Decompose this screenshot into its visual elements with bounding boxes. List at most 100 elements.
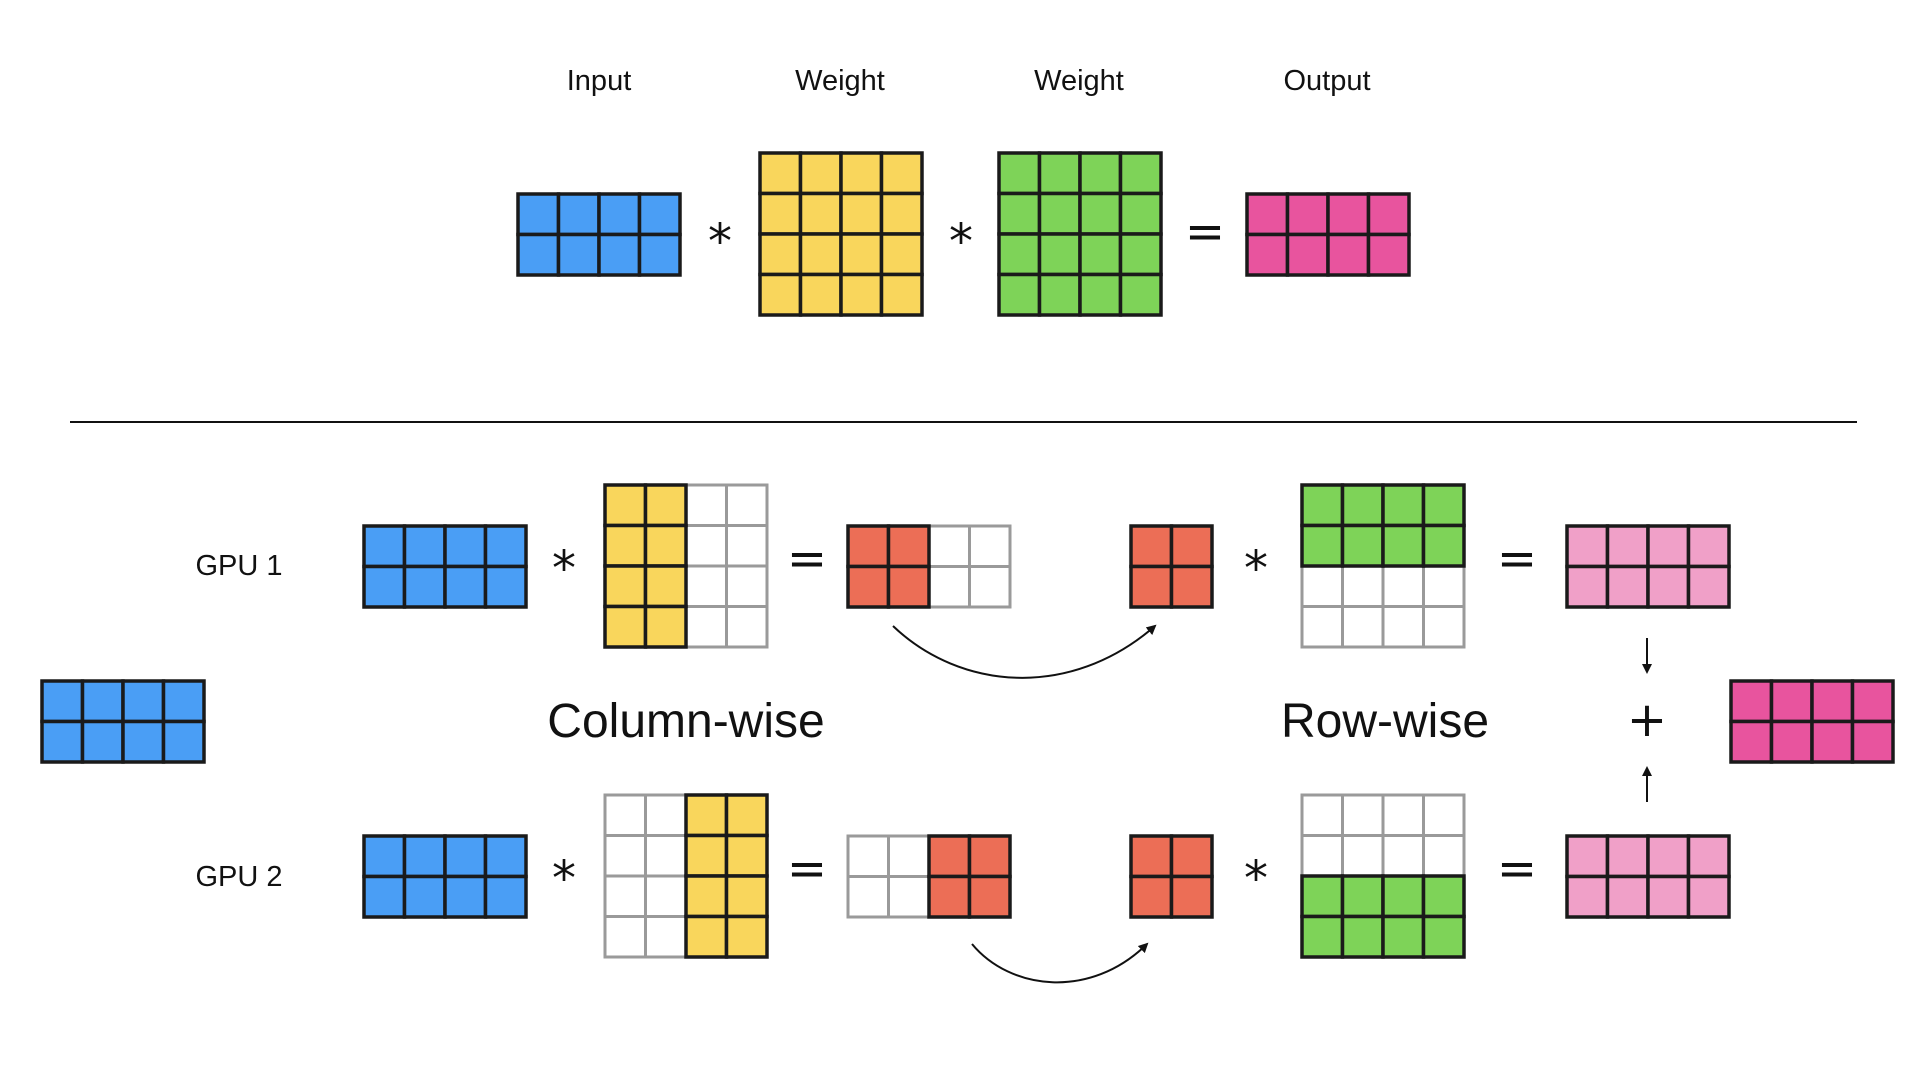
matrix-cell	[121, 719, 166, 764]
gpu-2-weight-1-column-shard	[603, 793, 769, 959]
empty-cell	[725, 564, 769, 608]
matrix-cell	[879, 191, 924, 236]
output-matrix	[1245, 192, 1411, 277]
matrix-cell	[758, 151, 803, 196]
matrix-cell	[483, 524, 528, 569]
gpu-1-intermediate-result	[846, 524, 1012, 609]
gpu-1-label: GPU 1	[195, 550, 282, 582]
matrix-cell	[846, 564, 891, 609]
gpu-2-intermediate-block	[1129, 834, 1214, 919]
empty-cell	[1381, 834, 1425, 878]
multiply-symbol: *	[949, 214, 973, 270]
empty-cell	[725, 483, 769, 527]
matrix-cell	[362, 564, 407, 609]
empty-cell	[644, 874, 688, 918]
matrix-cell	[1326, 232, 1371, 277]
matrix-cell	[1381, 874, 1426, 919]
matrix-cell	[1686, 834, 1731, 879]
empty-cell	[1422, 834, 1466, 878]
matrix-cell	[879, 232, 924, 277]
matrix-cell	[1340, 874, 1385, 919]
empty-cell	[603, 793, 647, 837]
matrix-cell	[556, 192, 601, 237]
empty-cell	[1422, 793, 1466, 837]
input-label: Input	[567, 65, 632, 97]
matrix-cell	[1565, 874, 1610, 919]
matrix-cell	[1850, 679, 1895, 724]
matrix-cell	[839, 151, 884, 196]
equals-symbol: =	[1497, 841, 1537, 897]
matrix-cell	[1605, 874, 1650, 919]
matrix-cell	[724, 793, 769, 838]
matrix-cell	[1129, 564, 1174, 609]
empty-cell	[603, 834, 647, 878]
matrix-cell	[443, 874, 488, 919]
matrix-cell	[80, 719, 125, 764]
multiply-symbol: *	[708, 214, 732, 270]
matrix-cell	[603, 564, 648, 609]
equals-symbol: =	[1497, 531, 1537, 587]
matrix-cell	[886, 524, 931, 569]
matrix-cell	[40, 719, 85, 764]
empty-cell	[684, 564, 728, 608]
matrix-cell	[758, 272, 803, 317]
matrix-cell	[1118, 191, 1163, 236]
empty-cell	[1300, 605, 1344, 649]
empty-cell	[887, 875, 931, 919]
matrix-cell	[643, 604, 688, 649]
matrix-cell	[1366, 232, 1411, 277]
matrix-cell	[1729, 679, 1774, 724]
matrix-cell	[1169, 874, 1214, 919]
matrix-cell	[1605, 834, 1650, 879]
matrix-cell	[1381, 914, 1426, 959]
matrix-cell	[1285, 232, 1330, 277]
matrix-cell	[1078, 151, 1123, 196]
matrix-cell	[879, 272, 924, 317]
matrix-cell	[597, 192, 642, 237]
empty-cell	[887, 834, 931, 878]
empty-cell	[968, 565, 1012, 609]
matrix-cell	[724, 874, 769, 919]
matrix-cell	[1169, 524, 1214, 569]
matrix-cell	[1810, 679, 1855, 724]
shared-input-matrix	[40, 679, 206, 764]
empty-cell	[644, 915, 688, 959]
matrix-cell	[1686, 564, 1731, 609]
gpu-1-transfer-arrow	[892, 624, 1157, 679]
matrix-cell	[1686, 524, 1731, 569]
equals-symbol: =	[787, 841, 827, 897]
matrix-cell	[1565, 524, 1610, 569]
empty-cell	[1341, 564, 1385, 608]
matrix-cell	[1605, 524, 1650, 569]
empty-cell	[684, 605, 728, 649]
matrix-cell	[1646, 564, 1691, 609]
matrix-cell	[1129, 874, 1174, 919]
empty-cell	[1422, 605, 1466, 649]
weight-1-matrix	[758, 151, 924, 317]
gpu-2-transfer-arrow	[971, 942, 1149, 984]
matrix-cell	[724, 914, 769, 959]
matrix-cell	[1118, 232, 1163, 277]
final-output-matrix	[1729, 679, 1895, 764]
matrix-cell	[1300, 483, 1345, 528]
matrix-cell	[1565, 564, 1610, 609]
gpu-1-weight-1-column-shard	[603, 483, 769, 649]
matrix-cell	[967, 874, 1012, 919]
matrix-cell	[886, 564, 931, 609]
gpu-1-weight-2-row-shard	[1300, 483, 1466, 649]
matrix-cell	[402, 834, 447, 879]
matrix-cell	[1769, 719, 1814, 764]
matrix-cell	[643, 523, 688, 568]
equals-symbol: =	[787, 531, 827, 587]
empty-cell	[725, 605, 769, 649]
matrix-cell	[1285, 192, 1330, 237]
gpu-2-intermediate-result	[846, 834, 1012, 919]
matrix-cell	[643, 564, 688, 609]
matrix-cell	[483, 564, 528, 609]
matrix-cell	[637, 232, 682, 277]
matrix-cell	[1078, 191, 1123, 236]
empty-cell	[684, 524, 728, 568]
empty-cell	[1422, 564, 1466, 608]
weight-2-matrix	[997, 151, 1163, 317]
